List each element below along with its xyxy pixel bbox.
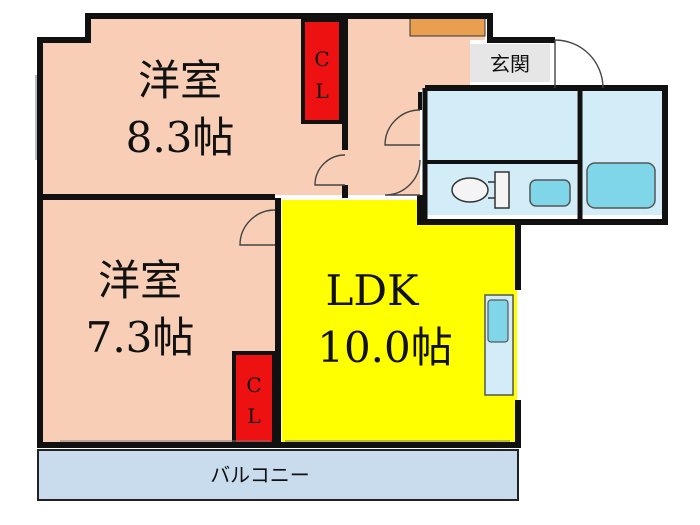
shoe-cabinet (409, 17, 486, 37)
room-ldk-size: 10.0帖 (317, 323, 453, 372)
entrance-area (470, 44, 550, 82)
sink-icon (529, 179, 571, 207)
windows (35, 75, 510, 442)
door-swings (239, 39, 604, 246)
room-ldk-name: LDK (326, 266, 421, 315)
room-western-upper (40, 18, 345, 195)
room-western-upper-size: 8.3帖 (126, 113, 235, 162)
balcony-label: バルコニー (210, 463, 310, 487)
hallway (345, 18, 485, 195)
kitchen-sink-icon (487, 299, 509, 343)
room-western-upper-name: 洋室 (138, 56, 222, 105)
closet-upper (305, 22, 339, 120)
room-western-lower-name: 洋室 (98, 256, 182, 305)
closet-upper-c: C (314, 47, 329, 71)
entrance-label: 玄関 (490, 52, 530, 76)
room-ldk (282, 200, 517, 445)
closet-upper-l: L (315, 79, 328, 103)
closet-lower (236, 355, 272, 443)
walls (37, 13, 668, 448)
closet-lower-c: C (246, 373, 261, 397)
bathtub-icon (586, 162, 656, 209)
balcony-area (37, 449, 519, 501)
room-western-lower-size: 7.3帖 (86, 313, 195, 362)
washroom (427, 90, 577, 160)
toilet-icon (451, 171, 510, 209)
closet-lower-l: L (247, 404, 260, 428)
